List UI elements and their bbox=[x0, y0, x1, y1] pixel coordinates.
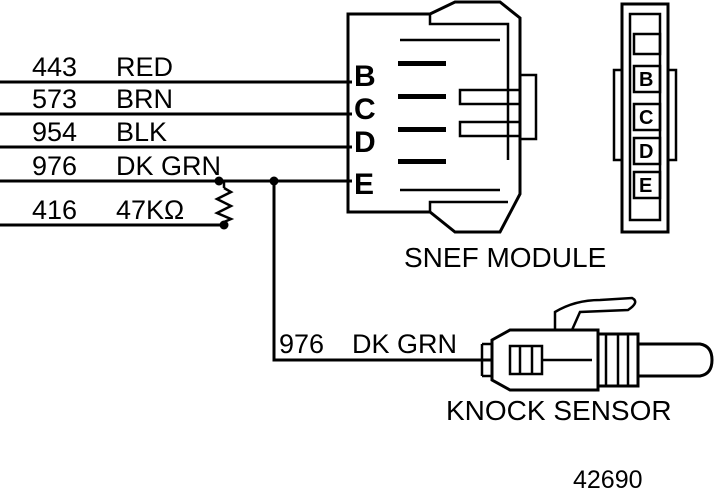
wire-color-label: RED bbox=[116, 52, 173, 82]
resistor-label: 47KΩ bbox=[116, 195, 184, 225]
end-view-pin-label: D bbox=[639, 141, 653, 163]
figure-number: 42690 bbox=[573, 466, 643, 494]
wire-circuit-label: 573 bbox=[32, 84, 77, 114]
splice-dot bbox=[219, 220, 229, 230]
wire-to-knock-sensor bbox=[272, 181, 492, 362]
pin-label: D bbox=[354, 126, 376, 159]
sensor-label: KNOCK SENSOR bbox=[446, 395, 672, 426]
wire-circuit-label: 443 bbox=[32, 52, 77, 82]
end-view-pin-label: C bbox=[639, 107, 653, 129]
end-view-pin-label: B bbox=[639, 69, 653, 91]
wire-group bbox=[0, 80, 352, 227]
pin-label: B bbox=[354, 60, 376, 93]
sensor-wire-circuit: 976 bbox=[279, 329, 324, 359]
sensor-wire-color: DK GRN bbox=[352, 329, 457, 359]
wire-color-label: BRN bbox=[116, 84, 173, 114]
snef-module-connector bbox=[346, 0, 538, 234]
splice-dot bbox=[214, 176, 224, 186]
module-label: SNEF MODULE bbox=[404, 242, 606, 273]
wire-circuit-label: 976 bbox=[32, 151, 77, 181]
wire-color-label: BLK bbox=[116, 117, 167, 147]
wire-circuit-label: 954 bbox=[32, 117, 77, 147]
pin-label: C bbox=[354, 93, 376, 126]
end-view-pin-label: E bbox=[639, 175, 652, 197]
knock-sensor bbox=[480, 296, 714, 392]
resistor-symbol bbox=[214, 181, 235, 225]
connector-end-view bbox=[612, 2, 678, 234]
pin-label: E bbox=[354, 168, 374, 201]
wire-circuit-label: 416 bbox=[32, 195, 77, 225]
wire-color-label: DK GRN bbox=[116, 151, 221, 181]
